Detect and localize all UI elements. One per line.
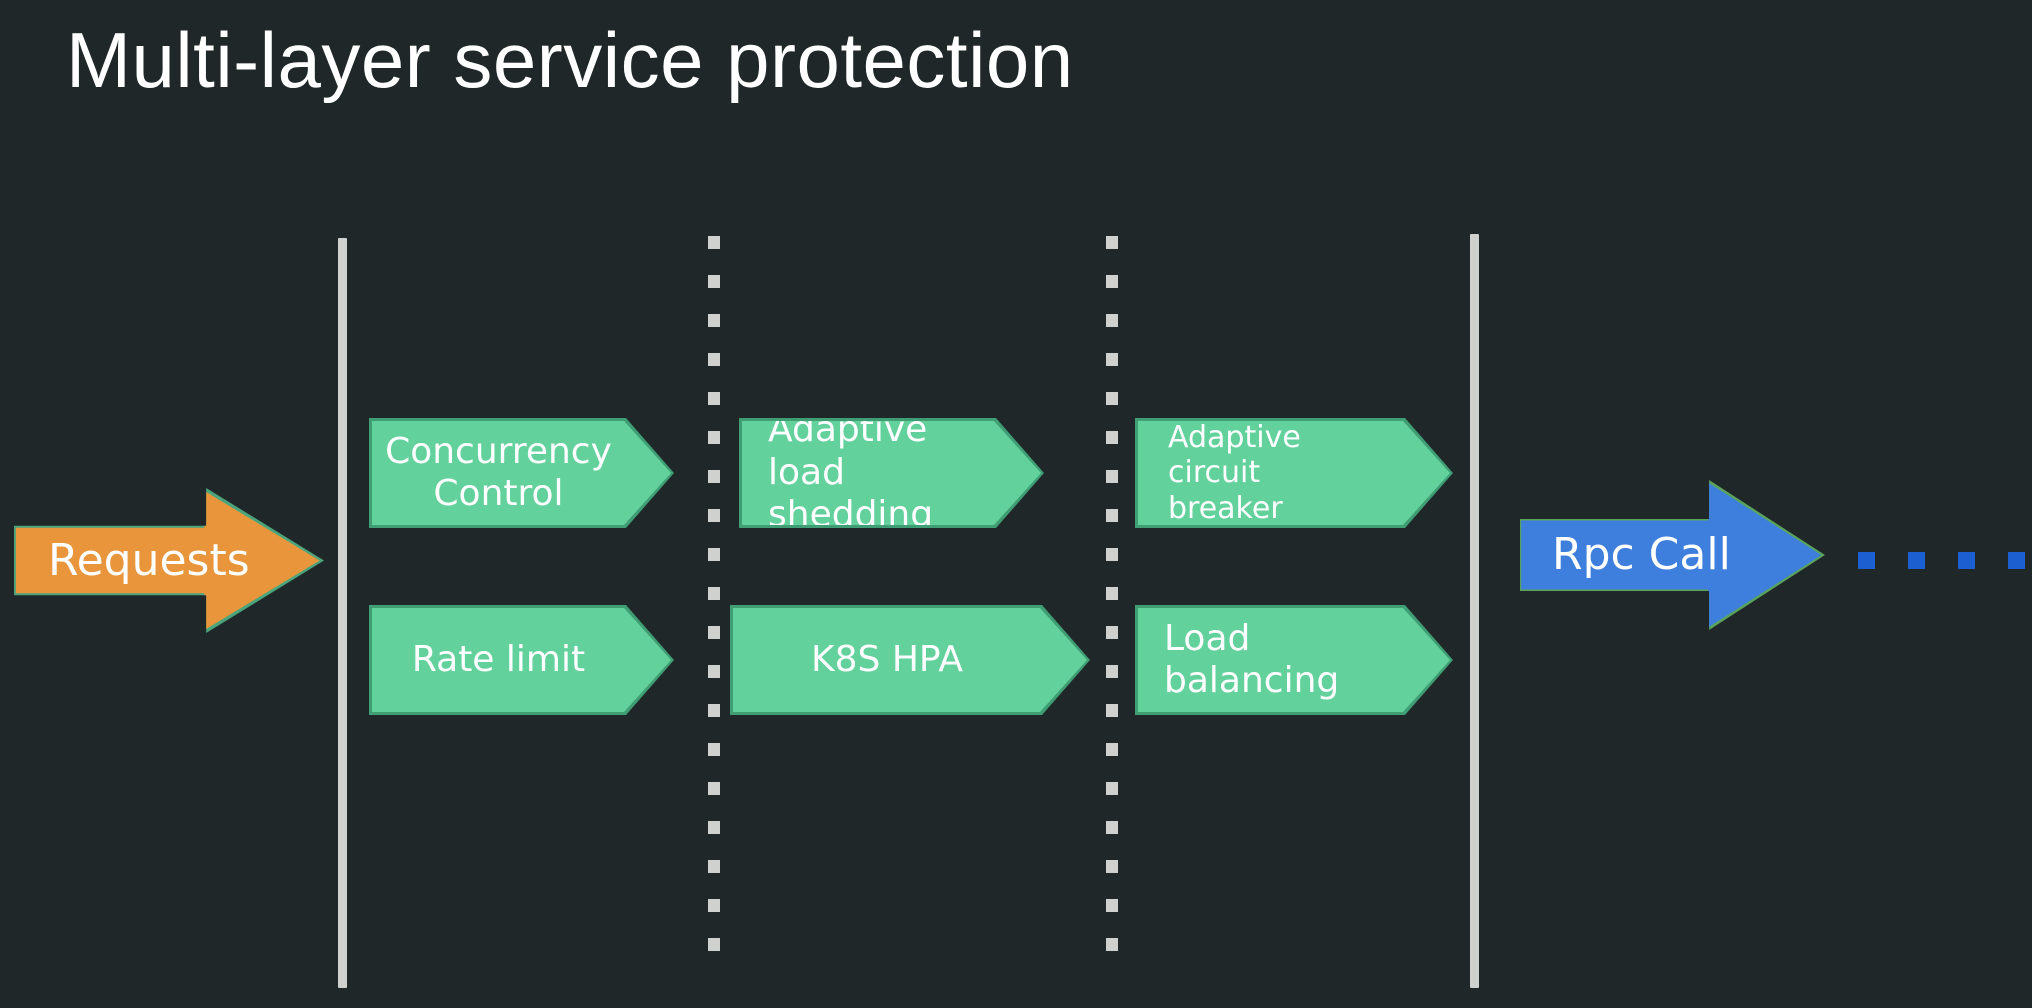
stage-arrow-body: Adaptive circuit breaker (1138, 421, 1450, 525)
stage-arrow-label: Load balancing (1164, 617, 1340, 701)
stage-arrow-body: Concurrency Control (372, 421, 671, 525)
requests-arrow-body: Requests (14, 488, 324, 633)
stage-arrow-load-balancing[interactable]: Load balancing (1135, 605, 1453, 715)
stage-arrow-concurrency-control[interactable]: Concurrency Control (369, 418, 674, 528)
stage-arrow-rate-limit[interactable]: Rate limit (369, 605, 674, 715)
requests-arrow-label: Requests (48, 534, 250, 586)
stage-arrow-adaptive-circuit-breaker[interactable]: Adaptive circuit breaker (1135, 418, 1453, 528)
rpc-call-arrow-body: Rpc Call (1520, 480, 1825, 630)
trail-dot (1858, 552, 1875, 569)
boundary-edge-ingress (338, 238, 347, 988)
stage-arrow-k8s-hpa[interactable]: K8S HPA (730, 605, 1090, 715)
stage-label-line-1: Adaptive circuit (1168, 419, 1301, 491)
stage-label-line-1: Concurrency (385, 430, 612, 472)
stage-arrow-label: K8S HPA (811, 638, 963, 680)
rpc-continuation-dots (1858, 552, 2025, 569)
stage-label-line-1: Adaptive load (768, 409, 928, 493)
rpc-call-arrow[interactable]: Rpc Call (1520, 480, 1825, 630)
stage-arrow-label: Concurrency Control (372, 431, 671, 516)
stage-label-line-2: Control (433, 473, 564, 514)
trail-dot (1958, 552, 1975, 569)
stage-arrow-body: K8S HPA (733, 608, 1087, 712)
trail-dot (2008, 552, 2025, 569)
stage-arrow-label: Adaptive load shedding (742, 409, 1041, 536)
boundary-tier-divider-1 (708, 236, 720, 956)
stage-arrow-label: Rate limit (411, 638, 586, 680)
stage-arrow-body: Adaptive load shedding (742, 421, 1041, 525)
rpc-call-arrow-label: Rpc Call (1552, 529, 1731, 581)
stage-arrow-label: Adaptive circuit breaker (1138, 420, 1450, 526)
stage-label-line-2: shedding (768, 494, 934, 536)
trail-dot (1908, 552, 1925, 569)
boundary-edge-egress (1470, 234, 1479, 988)
stage-arrow-body: Load balancing (1138, 608, 1450, 712)
boundary-tier-divider-2 (1106, 236, 1118, 956)
stage-arrow-adaptive-load-shedding[interactable]: Adaptive load shedding (739, 418, 1044, 528)
page-title: Multi-layer service protection (66, 16, 1074, 104)
requests-arrow[interactable]: Requests (14, 488, 324, 633)
stage-arrow-body: Rate limit (372, 608, 671, 712)
stage-label-line-2: breaker (1168, 490, 1283, 526)
